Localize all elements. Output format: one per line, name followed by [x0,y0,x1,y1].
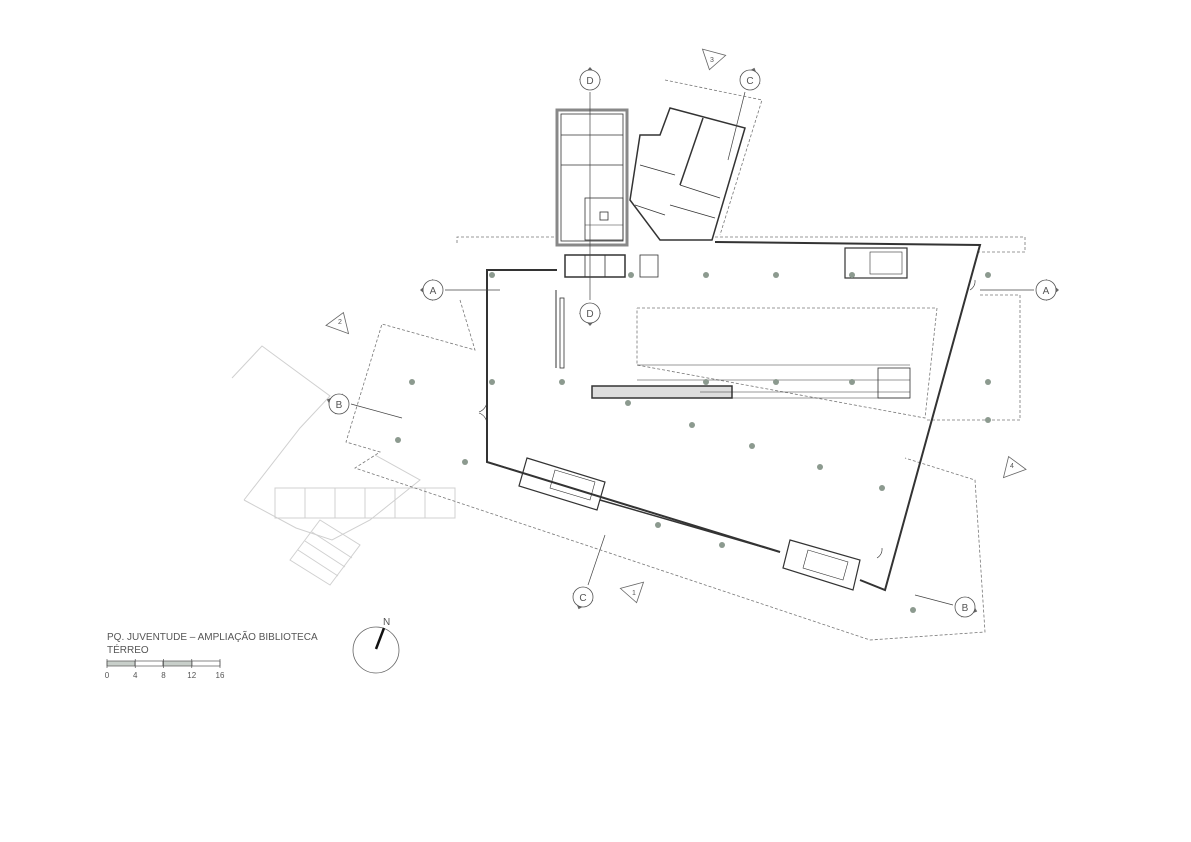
scale-tick-label: 8 [161,671,166,680]
canopy-outline [345,79,1026,641]
column [395,437,401,443]
elevation-label: 4 [1010,463,1014,470]
column [985,379,991,385]
scale-tick-label: 4 [133,671,138,680]
project-title: PQ. JUVENTUDE – AMPLIAÇÃO BIBLIOTECA [107,630,318,643]
scale-tick-label: 16 [216,671,225,680]
column [817,464,823,470]
column [879,485,885,491]
north-label: N [383,617,390,628]
column [559,379,565,385]
north-arrow: N [352,617,400,674]
section-a-west-marker: A [420,279,444,301]
section-b-east-marker: B [954,596,978,618]
column [689,422,695,428]
elevation-label: 1 [632,590,636,597]
section-d-north-marker: D [579,67,601,91]
column [773,379,779,385]
elevation-label: 3 [710,57,714,64]
section-label: D [586,309,593,320]
section-b-west-marker: B [326,393,350,415]
scale-tick-label: 0 [105,671,110,680]
column [849,272,855,278]
markers: A A B B C C D D 1 2 3 4 [325,48,1059,618]
section-label: D [586,76,593,87]
section-label: C [746,76,753,87]
section-label: B [962,603,969,614]
elevation-2-marker: 2 [325,311,350,335]
column [703,379,709,385]
column [703,272,709,278]
elevation-1-marker: 1 [619,581,645,604]
building-walls [478,107,982,592]
floor-title: TÉRREO [107,643,149,656]
column [625,400,631,406]
scale-labels: 0 4 8 12 16 [105,659,225,680]
elevation-label: 2 [338,319,342,326]
section-d-mid-marker: D [579,302,601,326]
columns [395,272,991,613]
column [462,459,468,465]
column [985,272,991,278]
column [409,379,415,385]
column [910,607,916,613]
section-label: A [430,286,437,297]
column [985,417,991,423]
column [489,379,495,385]
column [489,272,495,278]
section-c-north-marker: C [739,67,761,91]
section-label: C [579,593,586,604]
elevation-4-marker: 4 [1002,455,1027,479]
column [628,272,634,278]
section-a-east-marker: A [1035,279,1059,301]
column [849,379,855,385]
section-c-south-marker: C [572,586,594,610]
column [749,443,755,449]
column [719,542,725,548]
adjacent-building [231,345,456,586]
section-label: A [1043,286,1050,297]
scale-tick-label: 12 [187,671,196,680]
section-lines [350,91,1034,606]
section-label: B [336,400,343,411]
elevation-3-marker: 3 [701,48,727,71]
column [773,272,779,278]
column [655,522,661,528]
